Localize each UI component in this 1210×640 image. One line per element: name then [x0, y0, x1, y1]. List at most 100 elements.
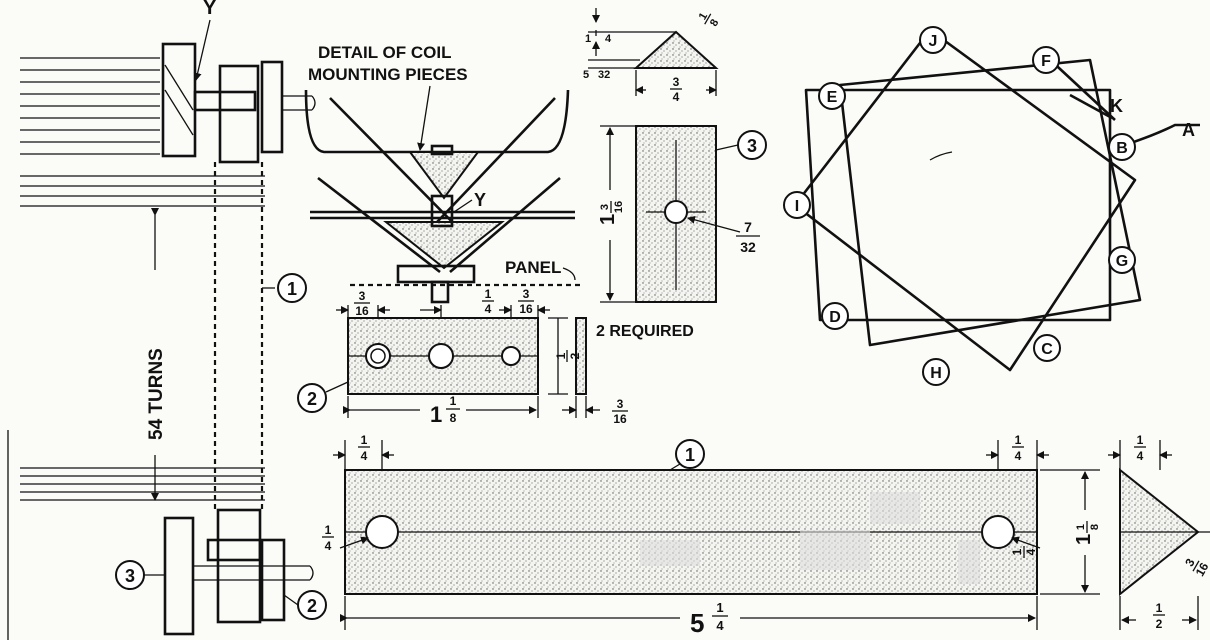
svg-text:5: 5 [583, 69, 589, 81]
svg-text:H: H [930, 365, 942, 382]
svg-text:32: 32 [598, 69, 610, 81]
svg-text:3: 3 [523, 287, 530, 301]
svg-text:2: 2 [307, 389, 317, 409]
svg-text:1: 1 [597, 214, 619, 225]
svg-text:2: 2 [307, 596, 317, 616]
part-2-hole-left [365, 343, 391, 369]
wire-end-k [1069, 93, 1113, 120]
lower-triangle-piece [383, 221, 505, 270]
svg-text:1: 1 [325, 523, 332, 537]
svg-text:8: 8 [450, 411, 457, 425]
winding-bottom-bundle [20, 467, 265, 501]
svg-text:C: C [1041, 341, 1053, 358]
winding-point-g: G [1108, 246, 1136, 274]
svg-text:1: 1 [361, 433, 368, 447]
svg-text:4: 4 [1137, 449, 1144, 463]
svg-text:1: 1 [716, 600, 723, 615]
winding-star-diagram: E J F B G C H D [783, 26, 1200, 386]
svg-text:4: 4 [605, 33, 612, 45]
winding-frame-b [793, 28, 1137, 372]
svg-text:2: 2 [568, 352, 582, 359]
svg-text:4: 4 [361, 449, 368, 463]
winding-point-h: H [922, 358, 950, 386]
svg-text:I: I [795, 198, 799, 215]
callout-3-left: 3 [115, 560, 165, 590]
part-2-edge-view [575, 317, 587, 395]
svg-text:16: 16 [1193, 560, 1210, 579]
callout-1-detail [675, 439, 705, 469]
part-2-hole-right [501, 346, 521, 366]
part-2-detail: 3 16 1 4 3 16 1 2 2 REQUIRED 1 1 8 3 16 [297, 287, 694, 427]
svg-text:J: J [929, 33, 938, 50]
part-1-hole-right [981, 515, 1015, 549]
label-y-top: Y [203, 0, 217, 19]
svg-text:16: 16 [613, 412, 627, 426]
top-panel-piece [260, 60, 284, 154]
part-1-hole-left [365, 515, 399, 549]
winding-point-c: C [1033, 334, 1061, 362]
winding-frame-c [838, 58, 1142, 347]
svg-text:4: 4 [1024, 548, 1038, 555]
svg-text:32: 32 [740, 239, 756, 255]
svg-text:16: 16 [519, 302, 533, 316]
callout-2-detail [297, 383, 327, 413]
svg-text:1: 1 [287, 279, 297, 299]
part-3-hole [664, 200, 688, 224]
winding-label-a: A [1182, 120, 1195, 140]
svg-text:1: 1 [585, 33, 591, 45]
svg-text:1: 1 [430, 402, 442, 427]
top-mount-block [218, 64, 260, 164]
svg-text:1: 1 [697, 11, 710, 22]
svg-text:4: 4 [716, 618, 724, 633]
part-3-detail: 1 4 5 32 1 8 3 4 1 3 16 7 32 3 [583, 8, 767, 303]
svg-text:4: 4 [1015, 449, 1022, 463]
svg-text:3: 3 [599, 204, 611, 210]
upper-triangle-piece [408, 151, 480, 200]
turns-label: 54 TURNS [146, 348, 167, 440]
panel-label: PANEL [505, 258, 561, 277]
svg-text:1: 1 [1137, 433, 1144, 447]
svg-text:3: 3 [617, 397, 624, 411]
svg-text:B: B [1116, 140, 1128, 157]
winding-point-j: J [919, 26, 947, 54]
mounting-detail: Y PANEL [304, 89, 580, 304]
top-mount-screw [193, 90, 257, 112]
winding-top-bundle [20, 57, 265, 207]
svg-text:5: 5 [690, 608, 704, 638]
svg-text:4: 4 [485, 302, 492, 316]
svg-text:1: 1 [1010, 548, 1024, 555]
svg-text:2: 2 [1156, 617, 1163, 631]
svg-text:16: 16 [355, 304, 369, 318]
svg-text:4: 4 [325, 539, 332, 553]
winding-point-d: D [821, 302, 849, 330]
part-1-detail: 1 4 1 4 1 4 1 4 1 1 8 5 1 4 [322, 433, 1210, 638]
detail-title-line1: DETAIL OF COIL [318, 43, 451, 62]
winding-label-k: K [1110, 96, 1123, 116]
top-mount-spacer [161, 42, 197, 158]
svg-text:7: 7 [744, 219, 752, 235]
winding-point-e: E [818, 82, 846, 110]
svg-text:8: 8 [708, 17, 721, 28]
svg-text:G: G [1116, 253, 1128, 270]
svg-text:1: 1 [1075, 524, 1087, 530]
svg-text:1: 1 [450, 394, 457, 408]
winding-frame-a [804, 88, 1112, 322]
callout-2-left: 2 [283, 590, 327, 620]
coil-side-view: 54 TURNS Y [7, 0, 316, 640]
svg-text:F: F [1041, 53, 1051, 70]
svg-text:3: 3 [747, 136, 757, 156]
winding-point-i: I [783, 191, 811, 219]
svg-text:E: E [827, 89, 838, 106]
svg-text:16: 16 [613, 201, 625, 213]
svg-text:D: D [829, 309, 841, 326]
svg-text:1: 1 [1156, 601, 1163, 615]
bottom-knob-part3 [163, 516, 195, 636]
svg-text:3: 3 [359, 289, 366, 303]
label-y-mid: Y [474, 190, 486, 210]
detail-title-line2: MOUNTING PIECES [308, 65, 468, 84]
svg-text:1: 1 [1015, 433, 1022, 447]
svg-text:8: 8 [1089, 524, 1101, 530]
svg-text:1: 1 [1073, 534, 1095, 545]
